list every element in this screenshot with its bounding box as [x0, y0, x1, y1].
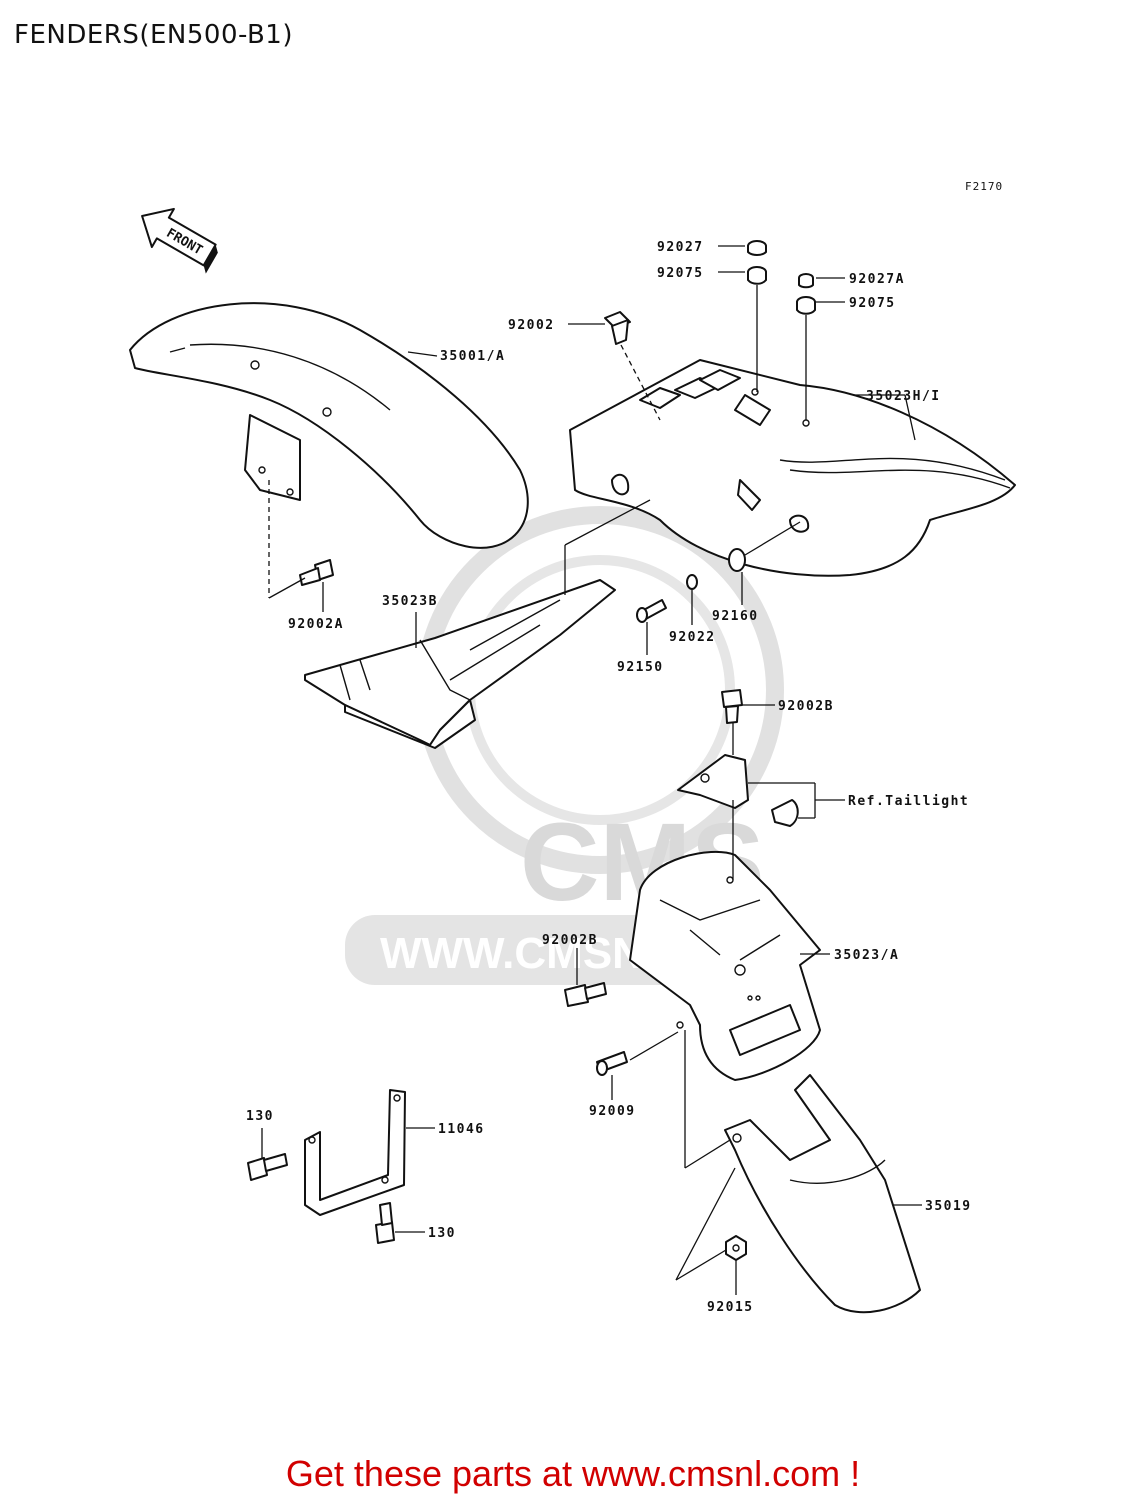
part-labels: 92027 92075 92027A 92075 92002 35001/A 3…	[246, 240, 972, 1315]
part-label-92022[interactable]: 92022	[669, 630, 716, 645]
part-label-92160[interactable]: 92160	[712, 609, 759, 624]
part-label-92075-right[interactable]: 92075	[849, 296, 896, 311]
page-title: FENDERS(EN500-B1)	[14, 20, 293, 50]
part-label-92027a[interactable]: 92027A	[849, 272, 905, 287]
part-label-130-left[interactable]: 130	[246, 1109, 274, 1124]
part-label-92002a[interactable]: 92002A	[288, 617, 344, 632]
part-label-92150[interactable]: 92150	[617, 660, 664, 675]
part-label-92027[interactable]: 92027	[657, 240, 704, 255]
front-arrow: FRONT	[141, 207, 218, 274]
part-label-92002b-top[interactable]: 92002B	[778, 699, 834, 714]
part-label-35019[interactable]: 35019	[925, 1199, 972, 1214]
inner-fender	[304, 579, 616, 749]
fasteners	[247, 240, 816, 1261]
rear-mudguard	[724, 1074, 921, 1314]
part-label-11046[interactable]: 11046	[438, 1122, 485, 1137]
support-bracket	[304, 1089, 406, 1216]
front-fender	[129, 302, 529, 549]
leader-lines	[261, 245, 922, 1295]
call-to-action-link[interactable]: Get these parts at www.cmsnl.com !	[285, 1453, 861, 1494]
part-label-92009[interactable]: 92009	[589, 1104, 636, 1119]
rear-fender-rear	[629, 850, 821, 1081]
part-label-130-bottom[interactable]: 130	[428, 1226, 456, 1241]
part-label-92075[interactable]: 92075	[657, 266, 704, 281]
taillight-bracket	[677, 754, 799, 827]
part-label-ref-taillight[interactable]: Ref.Taillight	[848, 794, 969, 809]
rear-fender-front	[569, 359, 1016, 577]
part-label-92002b-lower[interactable]: 92002B	[542, 933, 598, 948]
part-label-92015[interactable]: 92015	[707, 1300, 754, 1315]
part-label-35001a[interactable]: 35001/A	[440, 349, 505, 364]
part-label-35023a[interactable]: 35023/A	[834, 948, 899, 963]
part-label-35023b[interactable]: 35023B	[382, 594, 438, 609]
part-label-92002[interactable]: 92002	[508, 318, 555, 333]
figure-code: F2170	[965, 180, 1004, 193]
part-label-35023hi[interactable]: 35023H/I	[866, 389, 941, 404]
